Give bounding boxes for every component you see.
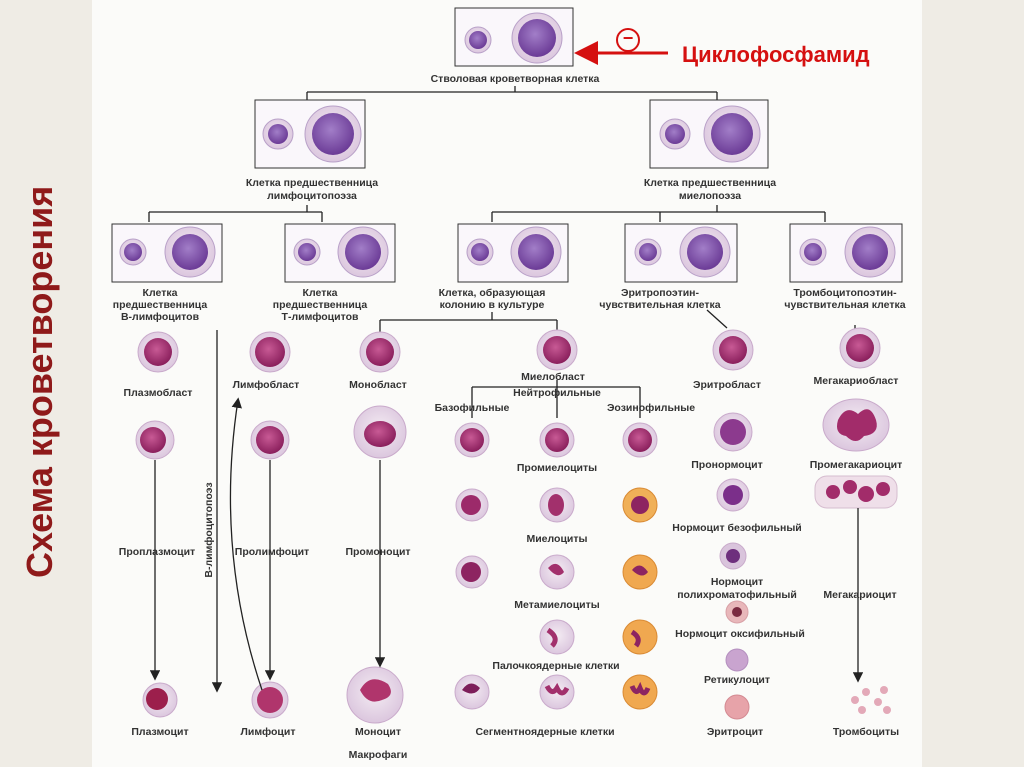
metamyelocytes-label: Метамиелоциты [514,599,599,611]
erythroid-cells [712,329,754,720]
pronormocyte-label: Пронормоцит [691,459,763,471]
ery-label-2: чувствительная клетка [599,299,720,311]
normo-poly-label-2: полихроматофильный [677,589,797,601]
normo-oxy-label: Нормоцит оксифильный [675,628,805,640]
erythrocyte-label: Эритроцит [707,726,763,738]
t-lineage-cells [249,331,291,719]
lymph-progenitor-box [254,99,366,169]
megakaryoblast-label: Мегакариобласт [814,375,899,387]
basophilic-label: Базофильные [435,402,510,414]
band-label: Палочкоядерные клетки [492,660,619,672]
lymphoblast-label: Лимфобласт [233,379,300,391]
thr-label-1: Тромбоцитопоэтин- [793,287,897,299]
myelo-progenitor-box [649,99,769,169]
proplasmocyte-label: Проплазмоцит [119,546,195,558]
t-label-3: Т-лимфоцитов [282,311,359,323]
thr-label-2: чувствительная клетка [784,299,905,311]
myelo-prog-label-2: миелопоэза [679,190,741,202]
b-progenitor-box [111,223,223,283]
myelocytes-label: Миелоциты [526,533,587,545]
t-progenitor-box [284,223,396,283]
b-label-3: В-лимфоцитов [121,311,200,323]
eosinophilic-label: Эозинофильные [607,402,695,414]
normo-baso-label: Нормоцит безофильный [672,522,802,534]
segmented-label: Сегментноядерные клетки [475,726,614,738]
cfu-label-1: Клетка, образующая [439,287,546,299]
reticulocyte-label: Ретикулоцит [704,674,770,686]
connectors [148,86,856,418]
drug-label: Циклофосфамид [682,42,870,67]
macrophages-label: Макрофаги [349,749,408,761]
b-lineage-cells [135,331,179,718]
thr-progenitor-box [789,223,903,283]
ery-progenitor-box [624,223,738,283]
granulocyte-cells [454,329,658,710]
megakaryocyte-cells [814,327,898,714]
ery-label-1: Эритропоэтин- [621,287,700,299]
b-lymphopoiesis-label: В-лимфоцитопоэз [203,482,215,577]
cfu-box [457,223,569,283]
promegakaryocyte-label: Промегакариоцит [810,459,903,471]
t-label-2: предшественница [273,299,368,311]
level3-boxes [111,223,903,283]
myeloblast-label: Миелобласт [521,371,585,383]
monoblast-label: Монобласт [349,379,407,391]
lymph-prog-label-1: Клетка предшественница [246,177,378,189]
erythroblast-label: Эритробласт [693,379,761,391]
plasmoblast-label: Плазмобласт [124,387,193,399]
promonocyte-label: Промоноцит [345,546,410,558]
plasmocyte-label: Плазмоцит [131,726,188,738]
cfu-label-2: колонию в культуре [440,299,545,311]
myelo-prog-label-1: Клетка предшественница [644,177,776,189]
lymphocyte-label: Лимфоцит [241,726,296,738]
t-label-1: Клетка [303,287,338,299]
promyelocytes-label: Промиелоциты [517,462,597,474]
monocyte-label: Моноцит [355,726,401,738]
megakaryocyte-label: Мегакариоцит [823,589,896,601]
stem-label: Стволовая кроветворная клетка [431,73,600,85]
stem-cell-box [454,7,574,67]
inhibit-sign: − [616,28,640,52]
neutrophilic-label: Нейтрофильные [513,387,601,399]
prolymphocyte-label: Пролимфоцит [235,546,309,558]
b-label-2: предшественница [113,299,208,311]
platelets-label: Тромбоциты [833,726,899,738]
lymph-prog-label-2: лимфоцитопоэза [267,190,357,202]
diagram-panel [92,0,922,767]
normo-poly-label-1: Нормоцит [711,576,763,588]
b-label-1: Клетка [143,287,178,299]
